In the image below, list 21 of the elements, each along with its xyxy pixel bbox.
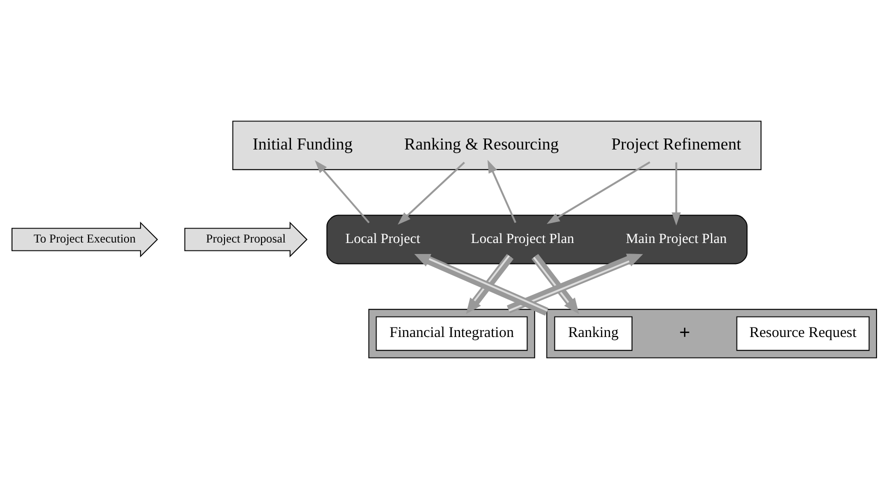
node-text: Main Project Plan — [626, 232, 727, 247]
node-text: Initial Funding — [252, 134, 353, 154]
arrow — [506, 254, 644, 314]
node-text: Local Project — [345, 232, 420, 247]
arrow — [414, 254, 548, 316]
cluster — [326, 214, 748, 264]
node-text: Ranking & Resourcing — [404, 134, 559, 154]
cluster — [546, 308, 878, 358]
cluster — [232, 120, 762, 170]
node-box: Financial Integration — [376, 316, 528, 351]
arrow — [546, 161, 650, 224]
arrow — [398, 162, 465, 225]
arrow — [672, 162, 681, 226]
node-box: Ranking — [554, 316, 632, 351]
arrow — [532, 254, 579, 314]
node-text: Project Refinement — [611, 134, 742, 154]
node-box: Resource Request — [736, 316, 870, 351]
arrow — [466, 254, 514, 314]
label: + — [679, 321, 690, 342]
cluster — [368, 308, 536, 358]
node-text: Local Project Plan — [470, 232, 574, 247]
